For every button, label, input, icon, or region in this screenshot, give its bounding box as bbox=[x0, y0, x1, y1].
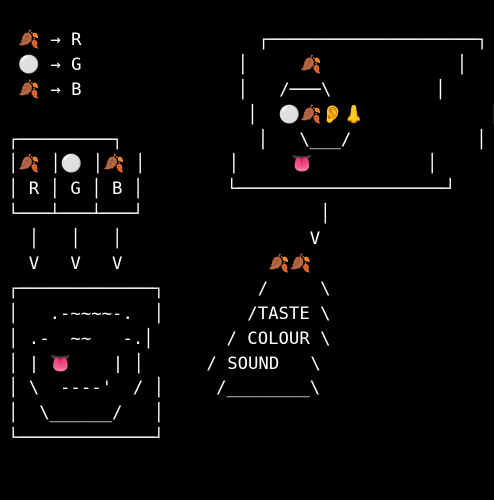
ascii-line: ┌─────────┐ │ \___/ │ bbox=[8, 129, 487, 150]
ascii-line: │ │ │ V bbox=[8, 229, 321, 250]
ascii-line: │ ⚪🍂👂👃 │ bbox=[8, 104, 494, 125]
ascii-line: │ .-~~~~-. │ /TASTE \ bbox=[8, 303, 331, 324]
ascii-line: 🍂 → R ┌────────────────────┐ bbox=[8, 30, 488, 50]
ascii-line: 🍂 → B │ /───\ │ bbox=[8, 79, 446, 100]
ascii-art-diagram: 🍂 → R ┌────────────────────┐ ⚪ → G │ 🍂 │… bbox=[8, 28, 494, 451]
ascii-line: └─────────────┘ bbox=[8, 428, 165, 449]
ascii-line: │ R │ G │ B │ └────────────────────┘ bbox=[8, 179, 456, 200]
ascii-line: ┌─────────────┐ / \ bbox=[8, 278, 331, 299]
ascii-line: │🍂 │⚪ │🍂 │ │ 👅 │ bbox=[8, 154, 438, 175]
ascii-line: └───┴───┴───┘ │ bbox=[8, 204, 331, 225]
ascii-line: ⚪ → G │ 🍂 │ bbox=[8, 54, 468, 75]
ascii-line: │ | 👅 | │ / SOUND \ bbox=[8, 353, 321, 374]
ascii-line: │ \ ----' / │ /________\ bbox=[8, 378, 321, 399]
ascii-line: │ \______/ │ bbox=[8, 403, 165, 424]
ascii-line: V V V 🍂🍂 bbox=[8, 254, 312, 275]
ascii-line: │ .- ~~ -.│ / COLOUR \ bbox=[8, 328, 331, 349]
